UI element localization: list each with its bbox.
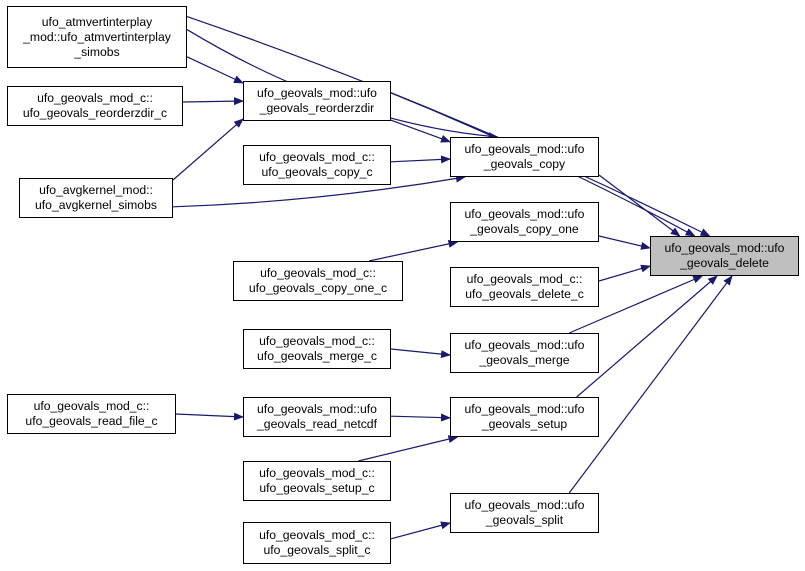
node-label-line: ufo_geovals_setup_c (259, 481, 375, 495)
node-label-line: ufo_geovals_read_file_c (25, 414, 158, 428)
node-label-line: ufo_geovals_mod::ufo (464, 207, 585, 221)
node-avgkernel-simobs[interactable]: ufo_avgkernel_mod:: ufo_avgkernel_simobs (19, 178, 173, 218)
node-label-line: ufo_geovals_mod::ufo (464, 498, 585, 512)
edge-atmvert-to-reorder (186, 56, 244, 84)
node-label-line: ufo_geovals_mod::ufo (257, 86, 377, 100)
node-label-line: ufo_geovals_mod_c:: (259, 466, 375, 480)
edge-readnetcdf-to-setup (390, 413, 451, 422)
node-geovals-copy[interactable]: ufo_geovals_mod::ufo _geovals_copy (450, 137, 599, 177)
node-geovals-read-file-c[interactable]: ufo_geovals_mod_c:: ufo_geovals_read_fil… (7, 394, 176, 434)
node-geovals-setup-c[interactable]: ufo_geovals_mod_c:: ufo_geovals_setup_c (243, 461, 391, 501)
node-label-line: ufo_geovals_mod_c:: (466, 272, 583, 286)
node-label-line: ufo_geovals_merge_c (257, 349, 377, 363)
edge-split-to-delete (568, 275, 733, 494)
node-label-line: _geovals_read_netcdf (257, 417, 377, 431)
node-label-line: ufo_geovals_mod_c:: (259, 150, 375, 164)
edge-readfilec-to-readnetcdf (175, 412, 244, 421)
node-label-line: ufo_geovals_mod::ufo (464, 402, 585, 416)
node-geovals-copy-one-c[interactable]: ufo_geovals_mod_c:: ufo_geovals_copy_one… (233, 261, 403, 301)
node-geovals-split[interactable]: ufo_geovals_mod::ufo _geovals_split (450, 493, 599, 533)
node-geovals-read-netcdf[interactable]: ufo_geovals_mod::ufo _geovals_read_netcd… (243, 397, 391, 437)
node-label-line: _geovals_merge (479, 353, 570, 367)
node-label-line: _geovals_copy_one (470, 222, 579, 236)
node-label-line: ufo_atmvertinterplay (41, 14, 153, 29)
edge-copy-to-delete (598, 174, 681, 237)
node-geovals-delete-c[interactable]: ufo_geovals_mod_c:: ufo_geovals_delete_c (450, 267, 599, 307)
node-label-line: ufo_geovals_mod_c:: (37, 91, 153, 105)
edge-reorder-to-copy (390, 119, 451, 143)
node-label-line: ufo_geovals_mod_c:: (259, 334, 375, 348)
node-label-line: _geovals_reorderzdir (259, 101, 375, 115)
edge-merge-to-delete (568, 275, 704, 334)
node-label-line: ufo_geovals_copy_one_c (248, 281, 388, 295)
node-label-line: ufo_geovals_mod_c:: (259, 528, 375, 542)
node-label-line: ufo_geovals_mod::ufo (664, 241, 785, 255)
node-geovals-reorderzdir[interactable]: ufo_geovals_mod::ufo _geovals_reorderzdi… (243, 81, 391, 121)
edge-avgkernel-to-copy (172, 174, 466, 208)
node-label-line: _geovals_delete (680, 256, 769, 270)
node-geovals-merge-c[interactable]: ufo_geovals_mod_c:: ufo_geovals_merge_c (243, 329, 391, 369)
node-label-line: ufo_geovals_split_c (263, 543, 371, 557)
node-label-line: ufo_geovals_delete_c (465, 287, 584, 301)
node-label-line: ufo_geovals_copy_c (261, 165, 373, 179)
node-label-line: ufo_avgkernel_simobs (35, 198, 157, 212)
node-label-line: _geovals_split (485, 513, 564, 527)
node-label-line: _mod::ufo_atmvertinterplay (23, 29, 171, 44)
edge-splitc-to-split (390, 521, 451, 540)
node-geovals-reorderzdir-c[interactable]: ufo_geovals_mod_c:: ufo_geovals_reorderz… (7, 86, 183, 126)
node-label-line: ufo_geovals_reorderzdir_c (22, 106, 168, 120)
node-geovals-copy-c[interactable]: ufo_geovals_mod_c:: ufo_geovals_copy_c (243, 145, 391, 185)
node-atmvertinterplay-simobs[interactable]: ufo_atmvertinterplay _mod::ufo_atmvertin… (7, 6, 187, 68)
node-label-line: ufo_geovals_mod::ufo (464, 142, 585, 156)
node-label-line: _simobs (74, 44, 120, 59)
edge-deletec-to-delete (598, 264, 651, 282)
node-geovals-delete-root: ufo_geovals_mod::ufo _geovals_delete (650, 236, 799, 276)
edge-mergec-to-merge (390, 348, 451, 359)
node-geovals-setup[interactable]: ufo_geovals_mod::ufo _geovals_setup (450, 397, 599, 437)
edge-setupc-to-setup (358, 435, 459, 462)
edge-avgkernel-to-reorder (172, 118, 244, 181)
node-geovals-split-c[interactable]: ufo_geovals_mod_c:: ufo_geovals_split_c (243, 522, 391, 564)
node-label-line: _geovals_copy (483, 157, 566, 171)
node-label-line: ufo_geovals_mod_c:: (33, 399, 150, 413)
edge-setup-to-delete (576, 275, 718, 398)
edge-copyc-to-copy (390, 155, 451, 164)
edge-reorderc-to-reorder (182, 97, 244, 106)
node-label-line: ufo_geovals_mod::ufo (257, 402, 377, 416)
node-label-line: ufo_avgkernel_mod:: (39, 183, 153, 197)
node-label-line: _geovals_setup (481, 417, 568, 431)
node-label-line: ufo_geovals_mod::ufo (464, 338, 585, 352)
node-geovals-merge[interactable]: ufo_geovals_mod::ufo _geovals_merge (450, 333, 599, 373)
edge-copyone-to-delete (598, 235, 651, 250)
node-label-line: ufo_geovals_mod_c:: (260, 266, 376, 280)
node-geovals-copy-one[interactable]: ufo_geovals_mod::ufo _geovals_copy_one (450, 202, 599, 242)
edge-copyonec-to-copyone (368, 239, 459, 262)
